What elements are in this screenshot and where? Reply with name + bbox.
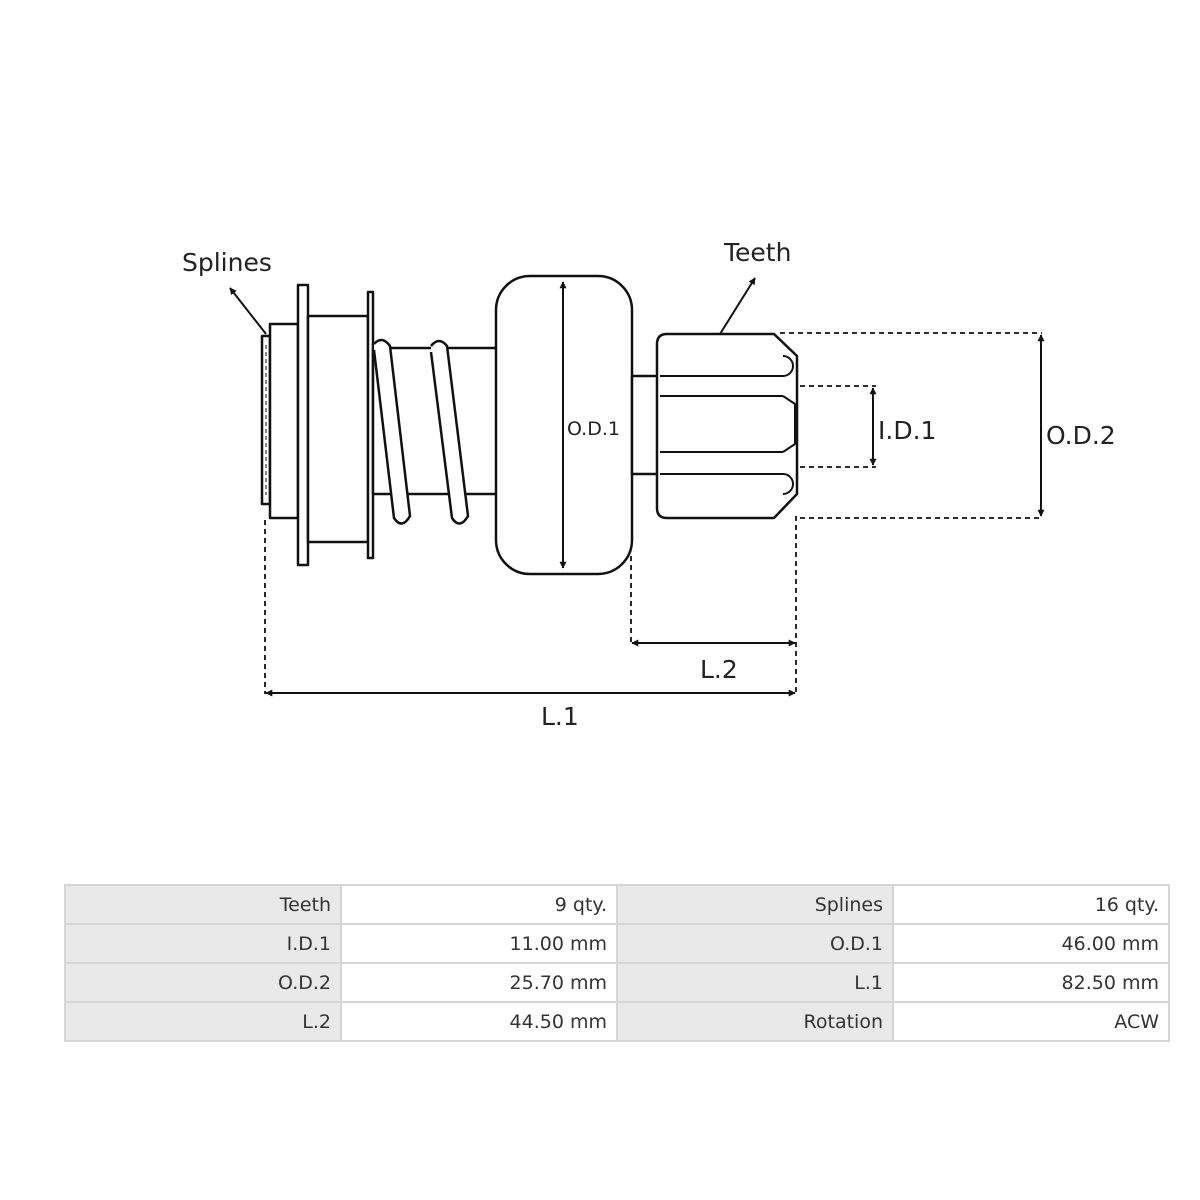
spec-value: 46.00 mm <box>892 923 1170 964</box>
table-row: O.D.2 25.70 mm L.1 82.50 mm <box>64 962 1170 1003</box>
spec-value: 16 qty. <box>892 884 1170 925</box>
spec-value: 11.00 mm <box>340 923 618 964</box>
spec-label: Splines <box>616 884 894 925</box>
spec-label: O.D.1 <box>616 923 894 964</box>
spec-value: ACW <box>892 1001 1170 1042</box>
spec-value: 44.50 mm <box>340 1001 618 1042</box>
l1-label: L.1 <box>541 702 579 731</box>
od1-label: O.D.1 <box>567 418 620 440</box>
spec-label: Teeth <box>64 884 342 925</box>
starter-drive-diagram: Splines Teeth O.D.1 I.D.1 O.D.2 L.1 L.2 <box>182 238 1116 731</box>
spec-label: L.1 <box>616 962 894 1003</box>
table-row: I.D.1 11.00 mm O.D.1 46.00 mm <box>64 923 1170 964</box>
spec-label: Rotation <box>616 1001 894 1042</box>
spec-value: 25.70 mm <box>340 962 618 1003</box>
dimension-lines <box>229 277 1045 697</box>
id1-label: I.D.1 <box>878 416 936 445</box>
spec-label: L.2 <box>64 1001 342 1042</box>
table-row: Teeth 9 qty. Splines 16 qty. <box>64 884 1170 925</box>
spec-label: I.D.1 <box>64 923 342 964</box>
spec-label: O.D.2 <box>64 962 342 1003</box>
spec-value: 9 qty. <box>340 884 618 925</box>
teeth-label: Teeth <box>723 238 791 267</box>
splines-label: Splines <box>182 248 272 277</box>
od2-label: O.D.2 <box>1046 421 1116 450</box>
l2-label: L.2 <box>700 655 738 684</box>
spec-value: 82.50 mm <box>892 962 1170 1003</box>
table-row: L.2 44.50 mm Rotation ACW <box>64 1001 1170 1042</box>
specifications-table: Teeth 9 qty. Splines 16 qty. I.D.1 11.00… <box>64 884 1170 1042</box>
pinion-drive-drawing <box>260 274 799 576</box>
